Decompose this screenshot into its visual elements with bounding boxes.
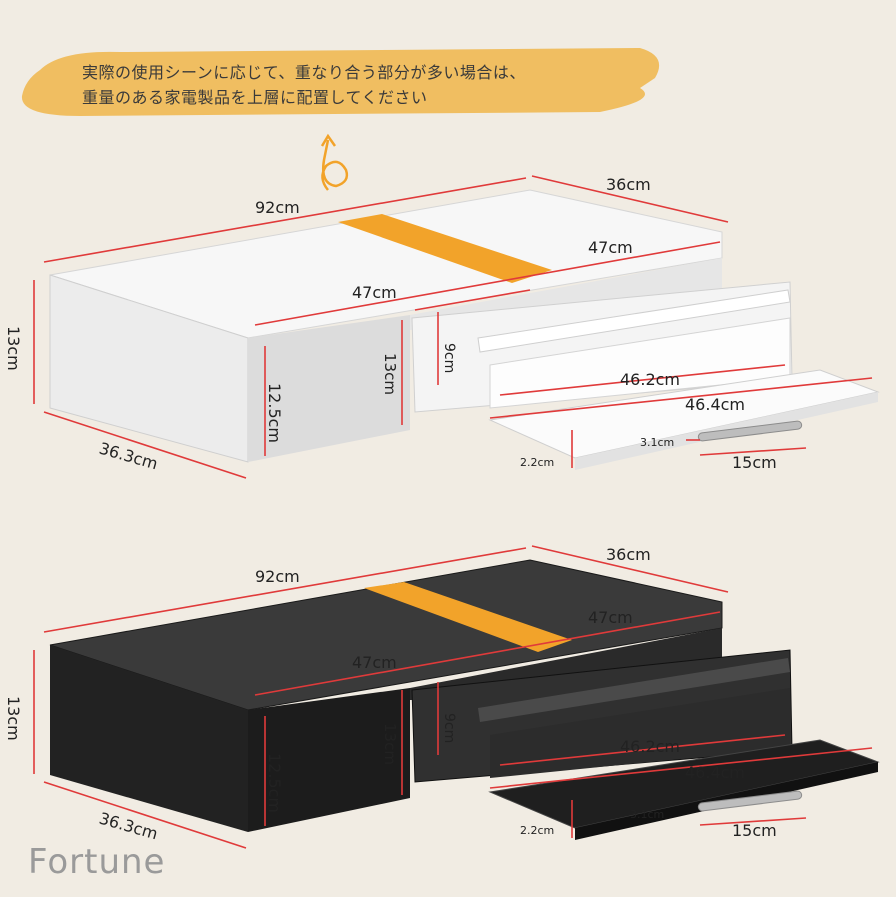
white-handle-gap-label: 3.1cm <box>640 436 674 449</box>
black-drawer-front-label: 47cm <box>352 653 397 672</box>
black-handle-width-label: 15cm <box>732 821 777 840</box>
black-handle-gap-label: 3.1cm <box>630 808 664 821</box>
white-opening-label: 13cm <box>381 353 399 395</box>
black-opening-label: 13cm <box>381 723 399 765</box>
white-inner-height-label: 12.5cm <box>265 383 284 443</box>
black-inner-height-label: 12.5cm <box>265 753 284 813</box>
white-tray-label: 46.4cm <box>685 395 745 414</box>
black-depth-label: 36cm <box>606 545 651 564</box>
usage-note-line-2: 重量のある家電製品を上層に配置してください <box>82 88 428 107</box>
usage-note: 実際の使用シーンに応じて、重なり合う部分が多い場合は、 重量のある家電製品を上層… <box>82 60 526 110</box>
note-highlight <box>21 48 660 116</box>
usage-note-line-1: 実際の使用シーンに応じて、重なり合う部分が多い場合は、 <box>82 63 526 82</box>
white-drawer-inner-label: 46.2cm <box>620 370 680 389</box>
brand-watermark: Fortune <box>28 842 166 882</box>
black-handle <box>697 790 803 812</box>
white-depth-label: 36cm <box>606 175 651 194</box>
white-height-label: 13cm <box>4 326 23 371</box>
white-handle-width-label: 15cm <box>732 453 777 472</box>
swirl-arrow-icon <box>321 139 349 191</box>
black-drawer-inner-label: 46.2cm <box>620 737 680 756</box>
white-drawer-height-label: 9cm <box>441 343 457 373</box>
black-dimension-lines <box>33 545 873 849</box>
black-drawer-height-label: 9cm <box>441 713 457 743</box>
black-tray-thickness-label: 2.2cm <box>520 824 554 837</box>
white-shelf <box>49 189 880 470</box>
white-length-label: 92cm <box>255 198 300 217</box>
white-drawer-top-label: 47cm <box>588 238 633 257</box>
white-handle <box>697 420 803 442</box>
white-tray-thickness-label: 2.2cm <box>520 456 554 469</box>
black-drawer-top-label: 47cm <box>588 608 633 627</box>
white-dimension-lines <box>33 175 873 479</box>
white-drawer-front-label: 47cm <box>352 283 397 302</box>
black-tray-label: 46.4cm <box>685 763 745 782</box>
white-accent-stripe <box>338 214 552 283</box>
black-height-label: 13cm <box>4 696 23 741</box>
black-shelf <box>49 559 880 840</box>
black-accent-stripe <box>364 582 572 652</box>
black-length-label: 92cm <box>255 567 300 586</box>
